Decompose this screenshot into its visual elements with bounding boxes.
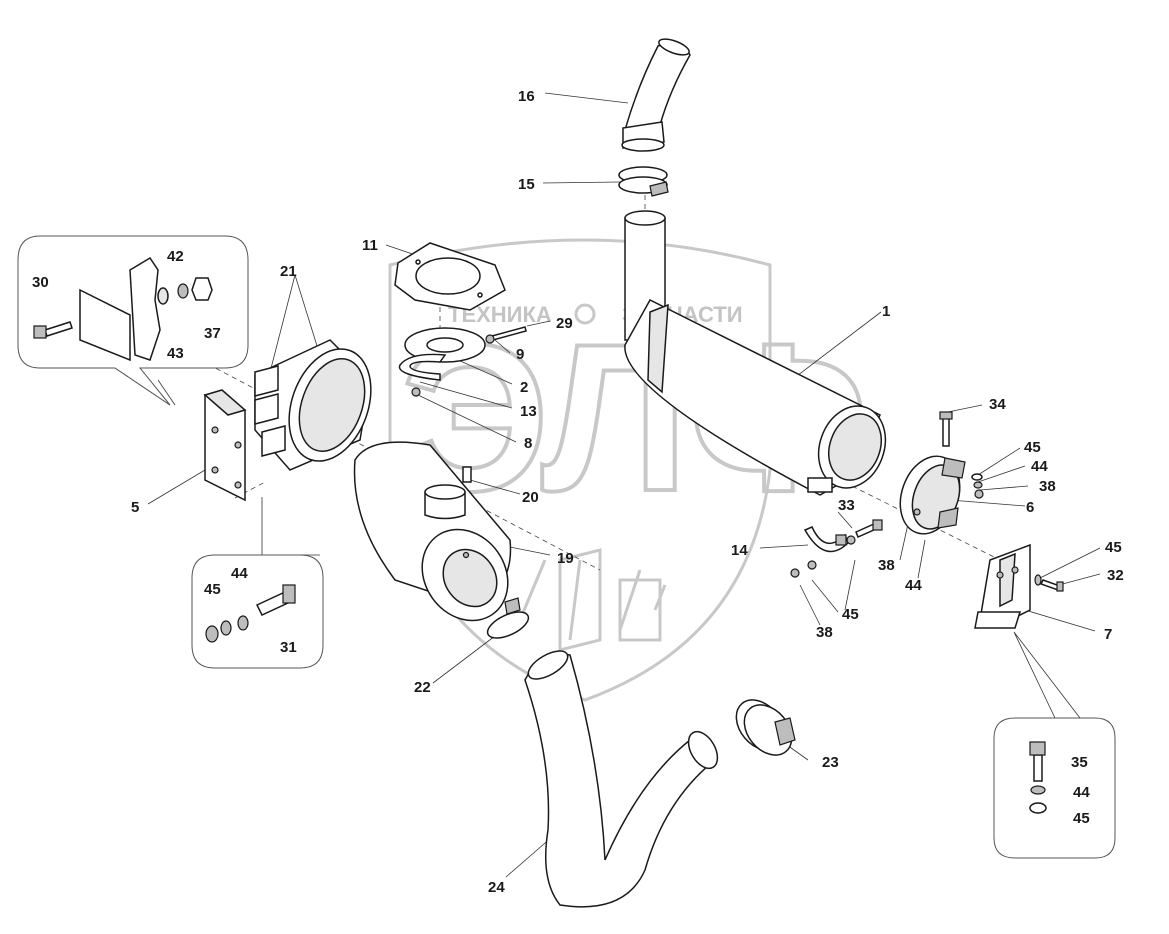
body-19	[353, 441, 512, 622]
callout-22: 22	[414, 679, 431, 696]
callout-8: 8	[524, 435, 532, 452]
pipe-16	[621, 38, 691, 152]
inset-top-left	[17, 235, 249, 406]
watermark-wheat-icon	[518, 548, 667, 652]
callout-1: 1	[882, 303, 890, 320]
callout-13: 13	[520, 403, 537, 420]
ring-2	[404, 327, 486, 363]
gasket-plate-11	[394, 242, 506, 311]
callout-20: 20	[522, 489, 539, 506]
clamp-23	[735, 699, 796, 756]
leader-lines	[114, 92, 1101, 878]
clamp-15	[618, 166, 669, 197]
callout-45-inset-right: 45	[1073, 810, 1090, 827]
nut-8	[411, 387, 421, 397]
callout-9: 9	[516, 346, 524, 363]
screw-29	[485, 326, 527, 344]
hardware-14	[790, 535, 856, 578]
strap-14	[803, 526, 849, 553]
bolt-32	[1034, 574, 1064, 592]
callout-45-mid: 45	[842, 606, 859, 623]
callout-42: 42	[167, 248, 184, 265]
pin-20	[462, 466, 472, 483]
callout-24: 24	[488, 879, 505, 896]
callout-30: 30	[32, 274, 49, 291]
callout-44-inset-right: 44	[1073, 784, 1090, 801]
watermark-gear-icon	[574, 303, 596, 325]
callout-15: 15	[518, 176, 535, 193]
split-ring-13	[398, 353, 447, 381]
bracket-plate-5	[203, 389, 247, 502]
callout-16: 16	[518, 88, 535, 105]
hardware-6	[971, 473, 984, 499]
callout-34: 34	[989, 396, 1006, 413]
callout-6: 6	[1026, 499, 1034, 516]
callout-11: 11	[362, 237, 378, 254]
band-clamp-6	[899, 455, 966, 535]
callout-21: 21	[280, 263, 297, 280]
callout-7: 7	[1104, 626, 1112, 643]
bolt-34	[939, 411, 953, 447]
callout-45-top: 45	[1024, 439, 1041, 456]
inset-bottom-left	[191, 554, 324, 669]
callout-31: 31	[280, 639, 297, 656]
callout-38-right: 38	[878, 557, 895, 574]
callout-45-right: 45	[1105, 539, 1122, 556]
callout-38-top: 38	[1039, 478, 1056, 495]
inset-bottom-right	[993, 717, 1116, 859]
callout-44-top: 44	[1031, 458, 1048, 475]
callout-44-right: 44	[905, 577, 922, 594]
callout-14: 14	[731, 542, 748, 559]
callout-44-inset-left: 44	[231, 565, 248, 582]
callout-43: 43	[167, 345, 184, 362]
callout-29: 29	[556, 315, 573, 332]
callout-5: 5	[131, 499, 139, 516]
callout-32: 32	[1107, 567, 1124, 584]
callouts: 16 15 11 1 29 9 2 13 8 20 19 21 5 22 23 …	[32, 88, 1124, 896]
clamp-22	[486, 597, 530, 639]
hose-24	[524, 650, 719, 908]
callout-23: 23	[822, 754, 839, 771]
callout-35: 35	[1071, 754, 1088, 771]
bolt-33	[855, 519, 883, 539]
callout-19: 19	[557, 550, 574, 567]
callout-2: 2	[520, 379, 528, 396]
callout-45-inset-left: 45	[204, 581, 221, 598]
callout-37: 37	[204, 325, 221, 342]
muffler-1	[624, 210, 887, 496]
clamp-21	[254, 339, 372, 471]
support-bracket-7	[974, 543, 1031, 629]
callout-33: 33	[838, 497, 855, 514]
callout-38-mid: 38	[816, 624, 833, 641]
